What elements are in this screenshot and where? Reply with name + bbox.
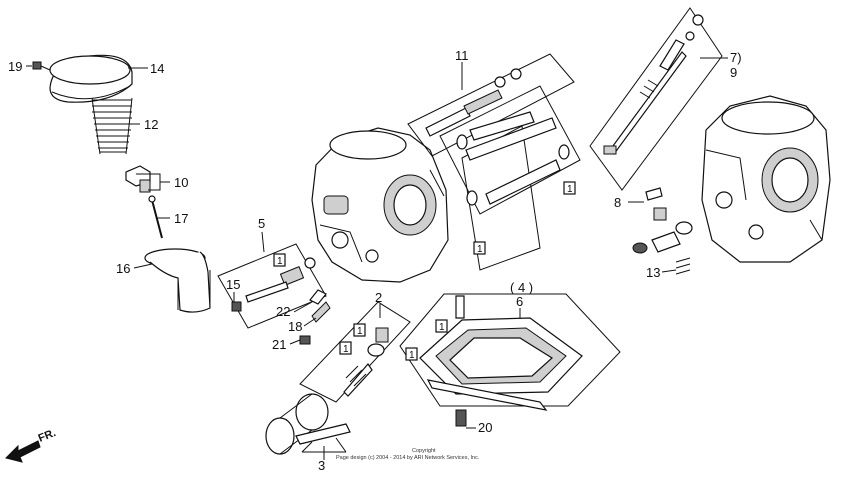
tubes-parts [456,111,570,206]
callout-labels: 19 14 12 10 17 16 5 15 22 18 21 3 2 11 7… [8,48,742,473]
qty-box-tubes-right: 1 [567,184,573,195]
callout-18: 18 [288,319,302,334]
jet-needle-holder-part [125,165,151,193]
group-2-frame [299,301,411,403]
callout-3: 3 [318,458,325,473]
callout-9: 9 [730,65,737,80]
front-direction-label: FR. [37,427,58,445]
copyright-line1: Copyright [412,448,436,454]
callout-22: 22 [276,304,290,319]
qty-box-bowl-left: 1 [409,350,415,361]
callout-11: 11 [455,48,469,63]
copyright-notice: Copyright Page design (c) 2004 - 2014 by… [336,448,480,461]
group-5-parts [231,257,316,312]
carburetor-body-right [701,95,831,263]
group-2-parts [343,327,389,397]
callout-14: 14 [150,61,164,76]
callout-19: 19 [8,59,22,74]
throttle-drum-part [265,393,351,455]
qty-box-bowl-top: 1 [439,322,445,333]
callout-12: 12 [144,117,158,132]
qty-markers: 1 1 1 1 1 1 1 [273,181,576,361]
callout-13: 13 [646,265,660,280]
group-11-parts [425,68,522,137]
qty-box-group5: 1 [277,256,283,267]
group-7-9-frame [589,7,723,191]
float-bowl-frame [399,293,621,407]
carburetor-body-left [311,127,449,283]
callout-20: 20 [478,420,492,435]
top-cover-part [49,54,133,103]
callout-4: ( 4 ) [510,280,533,295]
jet-needle-part [148,195,163,239]
vacuum-piston-part [144,248,211,313]
qty-box-group2-bottom: 1 [343,344,349,355]
callout-21: 21 [272,337,286,352]
front-direction-indicator: FR. [5,427,58,463]
qty-box-tubes-bottom: 1 [477,244,483,255]
group-7-9-parts [603,14,704,155]
drain-screw-parts [455,295,467,427]
callout-15: 15 [226,277,240,292]
callout-2: 2 [375,290,382,305]
callout-5: 5 [258,216,265,231]
callout-16: 16 [116,261,130,276]
small-parts-22-18-21 [299,289,331,345]
callout-17: 17 [174,211,188,226]
leader-lines [26,57,728,460]
callout-7: 7) [730,50,742,65]
cover-screw-part [32,61,51,71]
right-small-parts [632,187,693,275]
callout-8: 8 [614,195,621,210]
copyright-line2: Page design (c) 2004 - 2014 by ARI Netwo… [336,455,480,461]
float-bowl-part [419,317,583,411]
front-arrow-icon [5,440,41,463]
callout-10: 10 [174,175,188,190]
spring-part [91,97,133,155]
callout-6: 6 [516,294,523,309]
qty-box-group2-top: 1 [357,326,363,337]
